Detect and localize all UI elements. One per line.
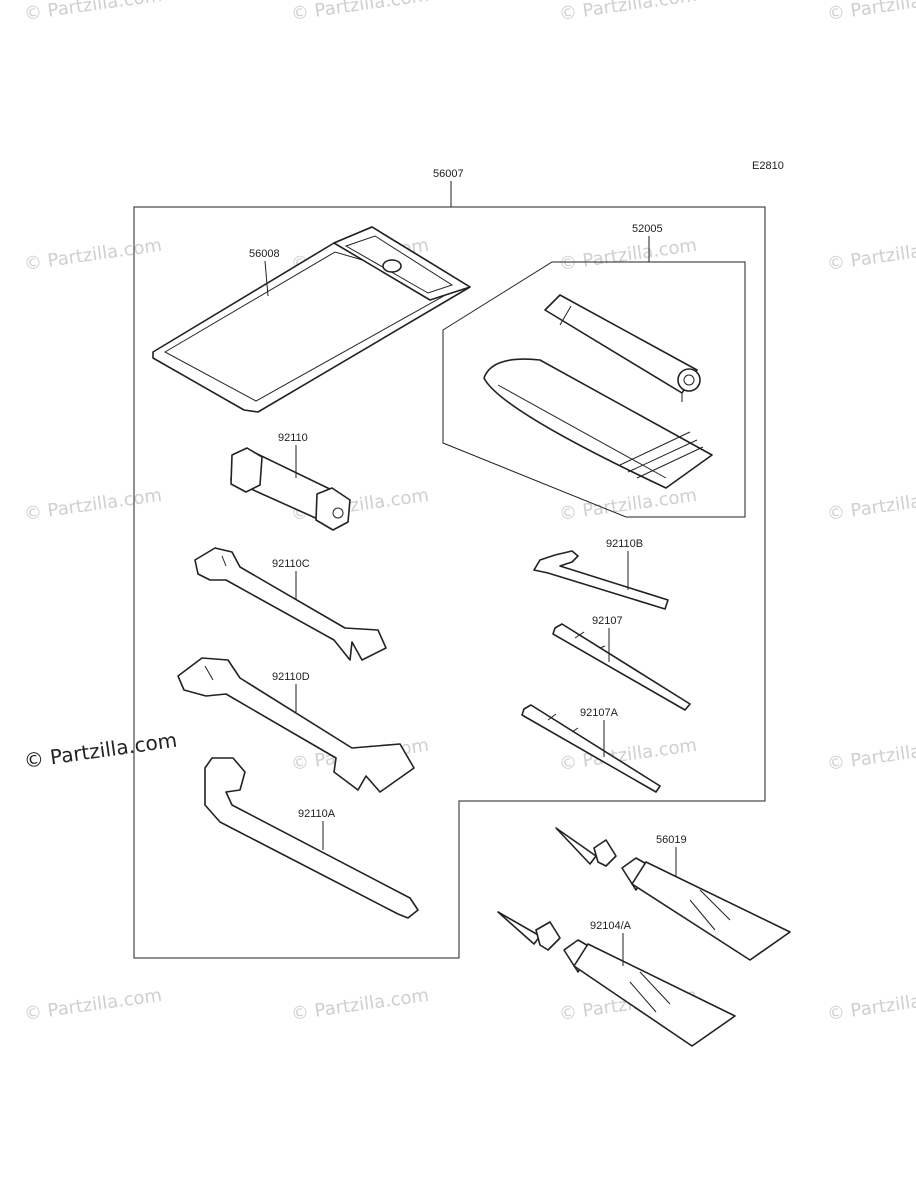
leader-pouch (264, 260, 269, 297)
watermark: © Partzilla.com (558, 0, 698, 25)
watermark: © Partzilla.com (23, 485, 163, 525)
kit-outline (133, 206, 766, 959)
watermark: © Partzilla.com (23, 235, 163, 275)
watermark: © Partzilla.com (826, 735, 916, 775)
wrench-c (194, 547, 387, 661)
label-wrench-d: 92110D (272, 671, 310, 683)
label-screwdriver: 92107 (592, 615, 623, 627)
label-pump-kit: 52005 (632, 223, 663, 235)
label-wrench-c: 92110C (272, 558, 310, 570)
watermark: © Partzilla.com (290, 0, 430, 25)
label-grease-1: 56019 (656, 834, 687, 846)
watermark: © Partzilla.com (23, 985, 163, 1025)
label-kit: 56007 (433, 168, 464, 180)
label-screwdriver-a: 92107A (580, 707, 619, 719)
label-pouch: 56008 (249, 248, 280, 260)
watermark: © Partzilla.com (826, 235, 916, 275)
pump-bag (483, 358, 713, 489)
label-grease-2: 92104/A (590, 920, 632, 932)
watermark: © Partzilla.com (558, 235, 698, 275)
label-plug-wrench: 92110 (278, 432, 308, 444)
watermark: © Partzilla.com (558, 485, 698, 525)
watermark-main: © Partzilla.com (22, 728, 178, 773)
watermark: © Partzilla.com (826, 485, 916, 525)
watermark: © Partzilla.com (826, 985, 916, 1025)
screwdriver-a (521, 704, 661, 793)
wrench-d (177, 657, 415, 793)
grease-tube-2 (497, 911, 736, 1047)
watermark: © Partzilla.com (826, 0, 916, 25)
grease-tube-1 (555, 827, 791, 961)
pump-kit-outline (442, 261, 746, 518)
label-hex-key: 92110B (606, 538, 643, 550)
watermark-grid: © Partzilla.com © Partzilla.com © Partzi… (23, 0, 916, 1025)
tool-pouch (152, 226, 471, 413)
label-wrench-a: 92110A (298, 808, 336, 820)
diagram-code: E2810 (752, 160, 784, 172)
wrench-a (204, 757, 419, 919)
watermark: © Partzilla.com (290, 985, 430, 1025)
watermark: © Partzilla.com (23, 0, 163, 25)
screwdriver (552, 623, 691, 711)
hex-key (533, 550, 669, 610)
plug-wrench (230, 447, 351, 531)
air-pump (544, 294, 701, 402)
